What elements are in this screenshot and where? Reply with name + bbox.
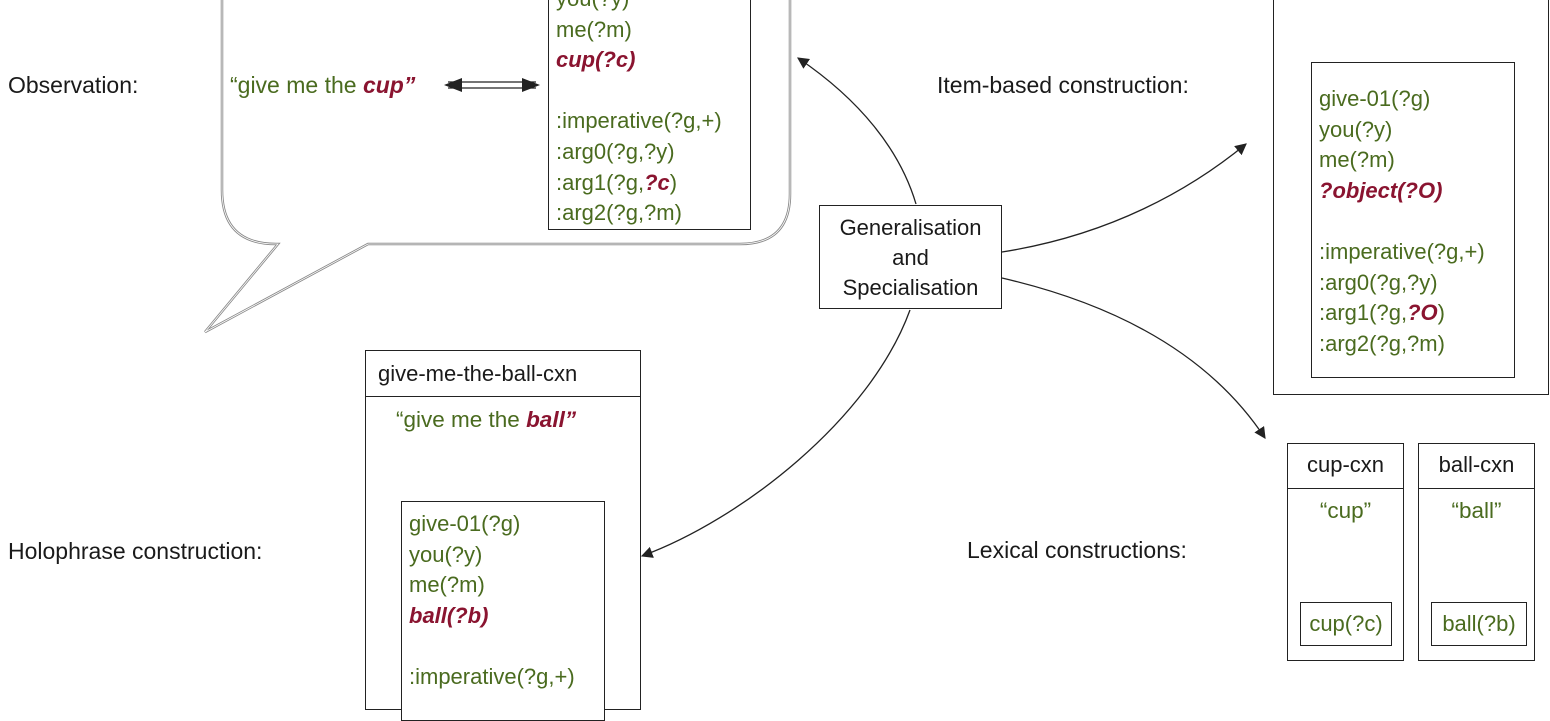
arrow-to-lexical xyxy=(1001,277,1266,439)
cup-cxn-form: “cup” xyxy=(1319,498,1372,523)
holophrase-meaning-focus: ball(?b) xyxy=(409,602,489,628)
cup-cxn-meaning: cup(?c) xyxy=(1300,602,1392,646)
observation-label: Observation: xyxy=(8,72,139,98)
arrow-to-item-based xyxy=(1001,143,1247,253)
item-meaning-me: me(?m) xyxy=(1319,147,1395,173)
item-meaning-focus: ?object(?O) xyxy=(1319,177,1443,203)
holophrase-meaning-imperative: :imperative(?g,+) xyxy=(409,663,575,689)
center-line-3: Specialisation xyxy=(842,275,979,300)
cup-cxn-box: cup-cxn “cup” cup(?c) xyxy=(1287,443,1404,661)
lexical-label: Lexical constructions: xyxy=(967,537,1187,563)
ball-cxn-form: “ball” xyxy=(1451,498,1502,523)
center-line-1: Generalisation xyxy=(839,215,982,240)
meaning-me: me(?m) xyxy=(556,16,632,42)
ball-cxn-name: ball-cxn xyxy=(1438,452,1515,477)
holophrase-meaning-box: give-01(?g) you(?y) me(?m) ball(?b) :imp… xyxy=(401,501,605,721)
ball-cxn-box: ball-cxn “ball” ball(?b) xyxy=(1418,443,1535,661)
ball-cxn-meaning: ball(?b) xyxy=(1431,602,1527,646)
utterance-text: “give me the xyxy=(230,72,363,98)
item-meaning-you: you(?y) xyxy=(1319,116,1393,142)
holophrase-form: “give me the ball” xyxy=(396,407,577,432)
holophrase-meaning-me: me(?m) xyxy=(409,572,485,598)
holophrase-cxn-name: give-me-the-ball-cxn xyxy=(378,361,578,386)
meaning-arg1: :arg1(?g,?c) xyxy=(556,169,678,195)
arrow-to-observation xyxy=(797,57,917,205)
item-meaning-imperative: :imperative(?g,+) xyxy=(1319,238,1485,264)
item-meaning-arg0: :arg0(?g,?y) xyxy=(1319,269,1438,295)
arrow-to-holophrase xyxy=(640,309,911,558)
observation-meaning-box: you(?y) me(?m) cup(?c) :imperative(?g,+)… xyxy=(548,0,751,230)
cup-cxn-name: cup-cxn xyxy=(1306,452,1385,477)
item-based-label: Item-based construction: xyxy=(937,72,1189,98)
meaning-you: you(?y) xyxy=(556,0,722,15)
item-meaning-give: give-01(?g) xyxy=(1319,86,1431,111)
item-meaning-arg1: :arg1(?g,?O) xyxy=(1319,300,1445,326)
generalisation-specialisation-box: Generalisation and Specialisation xyxy=(819,205,1002,309)
observation-double-arrow xyxy=(444,78,540,92)
observation-utterance: “give me the cup” xyxy=(230,72,415,99)
meaning-arg2: :arg2(?g,?m) xyxy=(556,200,682,226)
holophrase-label: Holophrase construction: xyxy=(8,538,263,564)
meaning-imperative: :imperative(?g,+) xyxy=(556,108,722,134)
holophrase-meaning-you: you(?y) xyxy=(409,541,483,567)
center-line-2: and xyxy=(892,245,929,270)
holophrase-meaning-give: give-01(?g) xyxy=(409,511,521,536)
item-based-meaning-box: give-01(?g) you(?y) me(?m) ?object(?O) :… xyxy=(1311,62,1515,378)
meaning-arg0: :arg0(?g,?y) xyxy=(556,138,675,164)
item-meaning-arg2: :arg2(?g,?m) xyxy=(1319,330,1445,356)
utterance-focus-word: cup” xyxy=(362,72,416,98)
meaning-focus: cup(?c) xyxy=(556,47,636,73)
